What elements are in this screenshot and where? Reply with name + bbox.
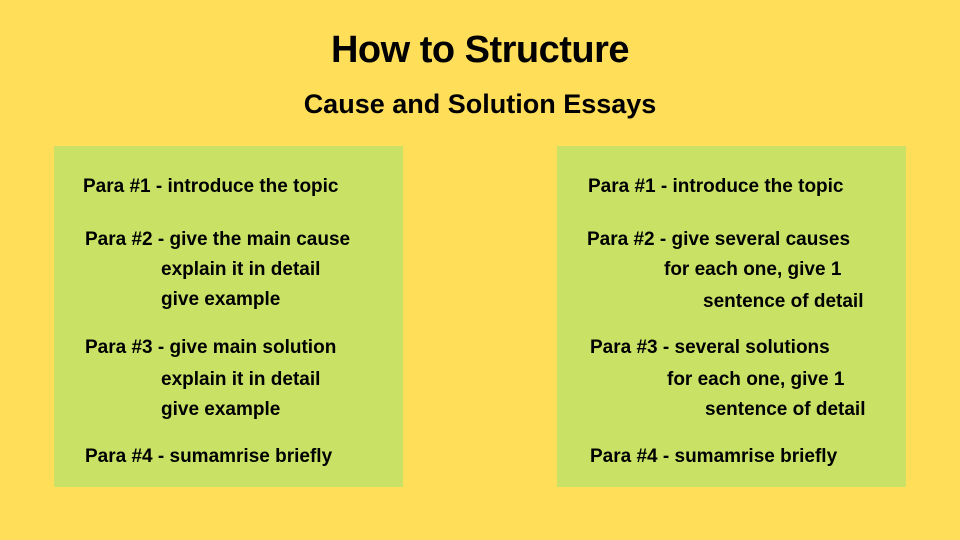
left-para3: Para #3 - give main solution	[85, 337, 337, 358]
right-para2-detail-cont: sentence of detail	[703, 291, 864, 312]
left-para2-example: give example	[161, 289, 281, 310]
slide-title: How to Structure	[330, 29, 630, 71]
right-para2-detail: for each one, give 1	[664, 259, 842, 280]
slide-subtitle: Cause and Solution Essays	[303, 89, 657, 119]
right-structure-box	[557, 146, 906, 487]
right-para3-detail: for each one, give 1	[667, 369, 845, 390]
left-para2: Para #2 - give the main cause	[85, 229, 351, 250]
left-para3-example: give example	[161, 399, 281, 420]
left-para2-detail: explain it in detail	[161, 259, 321, 280]
right-para4: Para #4 - sumamrise briefly	[590, 446, 838, 467]
right-para2: Para #2 - give several causes	[587, 229, 851, 250]
left-structure-box	[54, 146, 403, 487]
left-para3-detail: explain it in detail	[161, 369, 321, 390]
right-para3: Para #3 - several solutions	[590, 337, 830, 358]
left-para1: Para #1 - introduce the topic	[83, 176, 339, 197]
right-para1: Para #1 - introduce the topic	[588, 176, 844, 197]
left-para4: Para #4 - sumamrise briefly	[85, 446, 333, 467]
right-para3-detail-cont: sentence of detail	[705, 399, 866, 420]
